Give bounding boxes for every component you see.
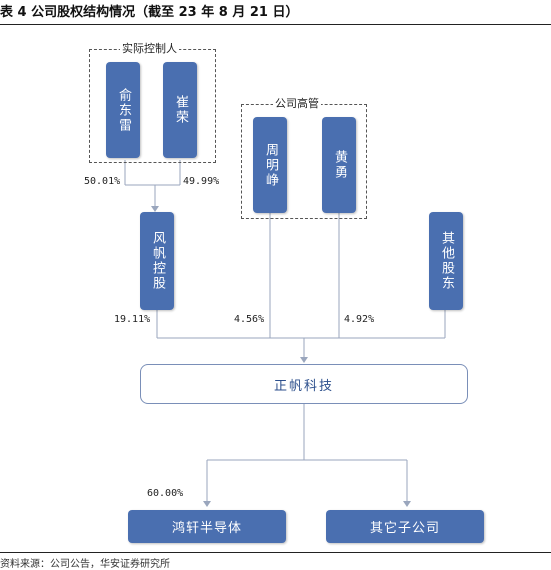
page-title: 表 4 公司股权结构情况（截至 23 年 8 月 21 日） bbox=[0, 5, 299, 20]
node-cui-rong: 崔荣 bbox=[163, 62, 197, 158]
node-company: 正帆科技 bbox=[140, 364, 468, 404]
pct-cui-fengfan: 49.99% bbox=[183, 176, 220, 187]
node-fengfan-holding: 风帆控股 bbox=[140, 212, 174, 310]
pct-huang-company: 4.92% bbox=[344, 314, 375, 325]
arrow-other-subsidiaries bbox=[403, 501, 411, 507]
arrow-company bbox=[300, 357, 308, 363]
arrow-fengfan bbox=[151, 206, 159, 212]
controller-group-label: 实际控制人 bbox=[120, 40, 179, 56]
node-yu-donglei: 俞东雷 bbox=[106, 62, 140, 158]
node-other-subsidiaries: 其它子公司 bbox=[326, 510, 484, 543]
executives-group-label: 公司高管 bbox=[273, 95, 321, 111]
arrow-hongxuan bbox=[203, 501, 211, 507]
pct-zhou-company: 4.56% bbox=[234, 314, 265, 325]
node-hongxuan: 鸿轩半导体 bbox=[128, 510, 286, 543]
top-rule bbox=[0, 24, 551, 25]
pct-yu-fengfan: 50.01% bbox=[84, 176, 121, 187]
node-huang-yong: 黄勇 bbox=[322, 117, 356, 213]
node-zhou-mingzheng: 周明峥 bbox=[253, 117, 287, 213]
pct-company-hongxuan: 60.00% bbox=[147, 488, 184, 499]
pct-fengfan-company: 19.11% bbox=[114, 314, 151, 325]
node-other-shareholders: 其他股东 bbox=[429, 212, 463, 310]
source-note: 资料来源：公司公告，华安证券研究所 bbox=[0, 559, 170, 570]
bottom-rule bbox=[0, 552, 551, 553]
